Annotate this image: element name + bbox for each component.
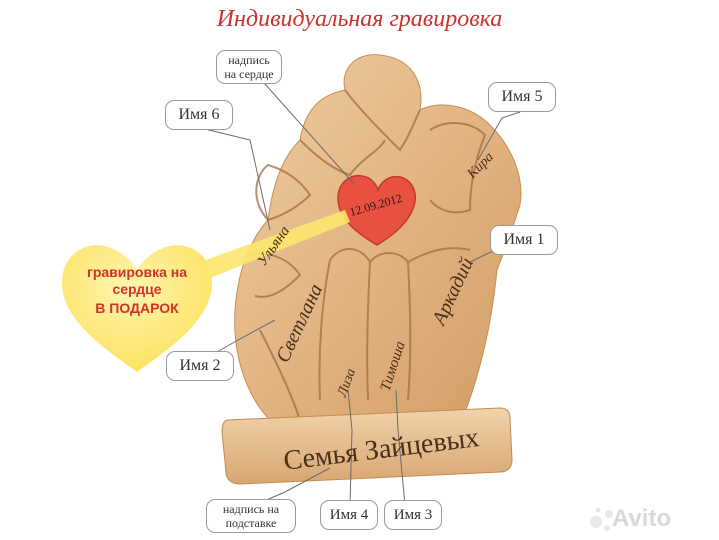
callout-name2: Имя 2	[166, 351, 234, 381]
callout-heart-note: надпись на сердце	[216, 50, 282, 84]
page-title: Индивидуальная гравировка	[216, 6, 503, 32]
promo-pointer	[200, 210, 350, 280]
engraved-heart	[337, 175, 416, 246]
promo-line1: гравировка на	[86, 264, 188, 280]
callout-name6: Имя 6	[165, 100, 233, 130]
callout-name5: Имя 5	[488, 82, 556, 112]
callout-name2-text: Имя 2	[179, 357, 221, 374]
avito-logo-icon	[590, 507, 613, 531]
callout-name3-text: Имя 3	[393, 507, 433, 523]
callout-name6-text: Имя 6	[178, 106, 220, 123]
promo-line2: сердце	[112, 281, 162, 297]
callout-name4-text: Имя 4	[329, 507, 369, 523]
callout-heart-note-text: надпись на сердце	[224, 53, 274, 81]
callout-stand-note-text: надпись на подставке	[222, 502, 280, 530]
promo-line3: В ПОДАРОК	[95, 300, 179, 316]
callout-name4: Имя 4	[320, 500, 378, 530]
callout-name1: Имя 1	[490, 225, 558, 255]
callout-stand-note: надпись на подставке	[206, 499, 296, 533]
callout-name5-text: Имя 5	[501, 88, 543, 105]
callout-name3: Имя 3	[384, 500, 442, 530]
promo-heart	[62, 245, 212, 372]
callout-name1-text: Имя 1	[503, 231, 545, 248]
promo-text: гравировка на сердце В ПОДАРОК	[72, 264, 202, 317]
puzzle-cuts	[249, 89, 487, 421]
avito-watermark: Avito	[612, 505, 672, 532]
wooden-stand	[221, 407, 513, 485]
